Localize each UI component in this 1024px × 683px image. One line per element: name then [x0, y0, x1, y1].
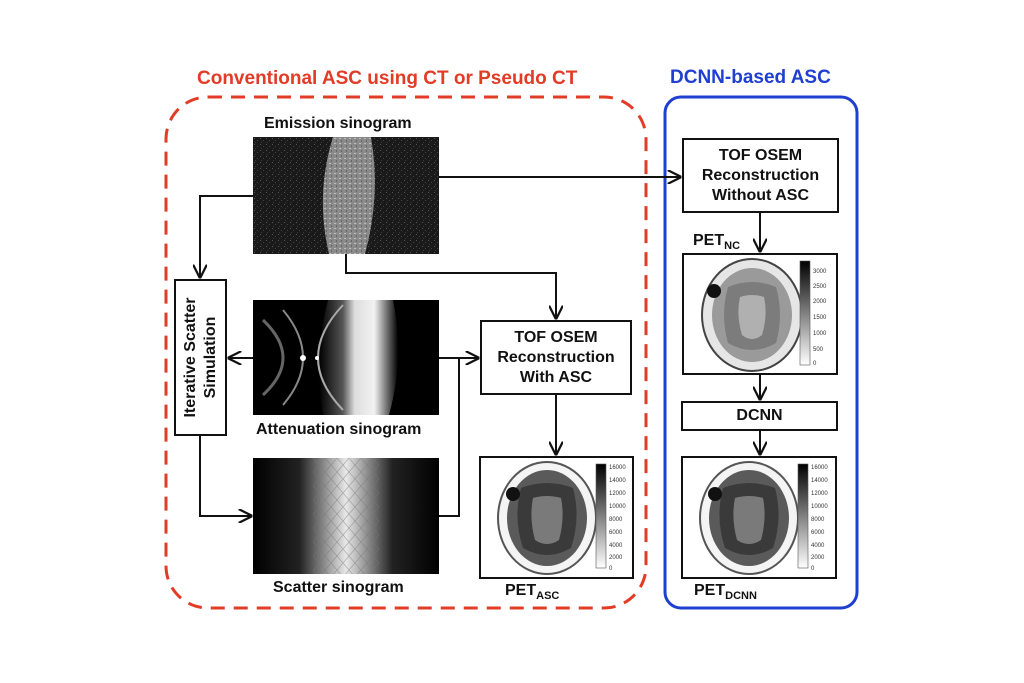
- dcnn-based-title: DCNN-based ASC: [670, 67, 831, 88]
- cb-dcnn-tick: 6000: [811, 530, 825, 536]
- pet-asc-label-base: PET: [505, 582, 537, 599]
- pet-nc-colorbar-ticks: 3000 2500 2000 1500 1000 500 0: [813, 269, 827, 367]
- scatter-sinogram-label: Scatter sinogram: [273, 579, 404, 596]
- cb-dcnn-tick: 12000: [811, 491, 828, 497]
- cb-asc-tick: 8000: [609, 517, 623, 523]
- cb-dcnn-tick: 0: [811, 566, 815, 572]
- cb-dcnn-tick: 14000: [811, 478, 828, 484]
- emission-sinogram-label: Emission sinogram: [264, 115, 412, 132]
- pet-asc-label: PETASC: [505, 582, 559, 602]
- pet-dcnn-label-sub: DCNN: [725, 590, 757, 603]
- dcnn-box: DCNN: [681, 401, 838, 431]
- cb-nc-tick: 1000: [813, 331, 827, 337]
- cb-asc-tick: 0: [609, 566, 613, 572]
- recon-without-asc-text: TOF OSEM Reconstruction Without ASC: [701, 146, 820, 204]
- recon-with-asc-box: TOF OSEM Reconstruction With ASC: [480, 320, 632, 395]
- pet-nc-label: PETNC: [693, 232, 740, 252]
- attenuation-sinogram-image: [253, 300, 439, 415]
- conventional-title: Conventional ASC using CT or Pseudo CT: [197, 68, 578, 89]
- cb-dcnn-tick: 2000: [811, 555, 825, 561]
- pet-dcnn-colorbar-ticks: 16000 14000 12000 10000 8000 6000 4000 2…: [811, 465, 828, 572]
- cb-dcnn-tick: 4000: [811, 543, 825, 549]
- recon-with-asc-text: TOF OSEM Reconstruction With ASC: [497, 328, 615, 386]
- cb-nc-tick: 2000: [813, 299, 827, 305]
- cb-nc-tick: 1500: [813, 315, 827, 321]
- pet-asc-label-sub: ASC: [536, 590, 560, 603]
- emission-sinogram-image: [253, 137, 439, 254]
- attenuation-sinogram-label: Attenuation sinogram: [256, 421, 422, 438]
- pet-nc-label-base: PET: [693, 232, 725, 249]
- cb-dcnn-tick: 16000: [811, 465, 828, 471]
- pet-asc-colorbar-ticks: 16000 14000 12000 10000 8000 6000 4000 2…: [609, 465, 626, 572]
- pet-dcnn-image: 16000 14000 12000 10000 8000 6000 4000 2…: [681, 456, 837, 579]
- dcnn-text: DCNN: [736, 407, 783, 424]
- cb-asc-tick: 12000: [609, 491, 626, 497]
- pet-dcnn-label-base: PET: [694, 582, 726, 599]
- cb-asc-tick: 6000: [609, 530, 623, 536]
- recon-without-asc-box: TOF OSEM Reconstruction Without ASC: [682, 138, 839, 213]
- cb-asc-tick: 4000: [609, 543, 623, 549]
- iterative-scatter-simulation-text: Iterative Scatter Simulation: [181, 297, 219, 418]
- cb-asc-tick: 2000: [609, 555, 623, 561]
- cb-nc-tick: 500: [813, 347, 824, 353]
- cb-dcnn-tick: 8000: [811, 517, 825, 523]
- pet-dcnn-label: PETDCNN: [694, 582, 757, 602]
- pet-asc-image: 16000 14000 12000 10000 8000 6000 4000 2…: [479, 456, 634, 579]
- cb-asc-tick: 14000: [609, 478, 626, 484]
- dcnn-region-border: [663, 95, 859, 610]
- pet-nc-label-sub: NC: [724, 240, 741, 253]
- pet-nc-image: 3000 2500 2000 1500 1000 500 0: [682, 253, 838, 375]
- cb-asc-tick: 10000: [609, 504, 626, 510]
- cb-dcnn-tick: 10000: [811, 504, 828, 510]
- iterative-scatter-simulation-box: Iterative Scatter Simulation: [174, 279, 227, 436]
- cb-nc-tick: 0: [813, 361, 817, 367]
- cb-asc-tick: 16000: [609, 465, 626, 471]
- scatter-sinogram-image: [253, 458, 439, 574]
- cb-nc-tick: 2500: [813, 284, 827, 290]
- cb-nc-tick: 3000: [813, 269, 827, 275]
- conventional-region-border: [164, 95, 648, 610]
